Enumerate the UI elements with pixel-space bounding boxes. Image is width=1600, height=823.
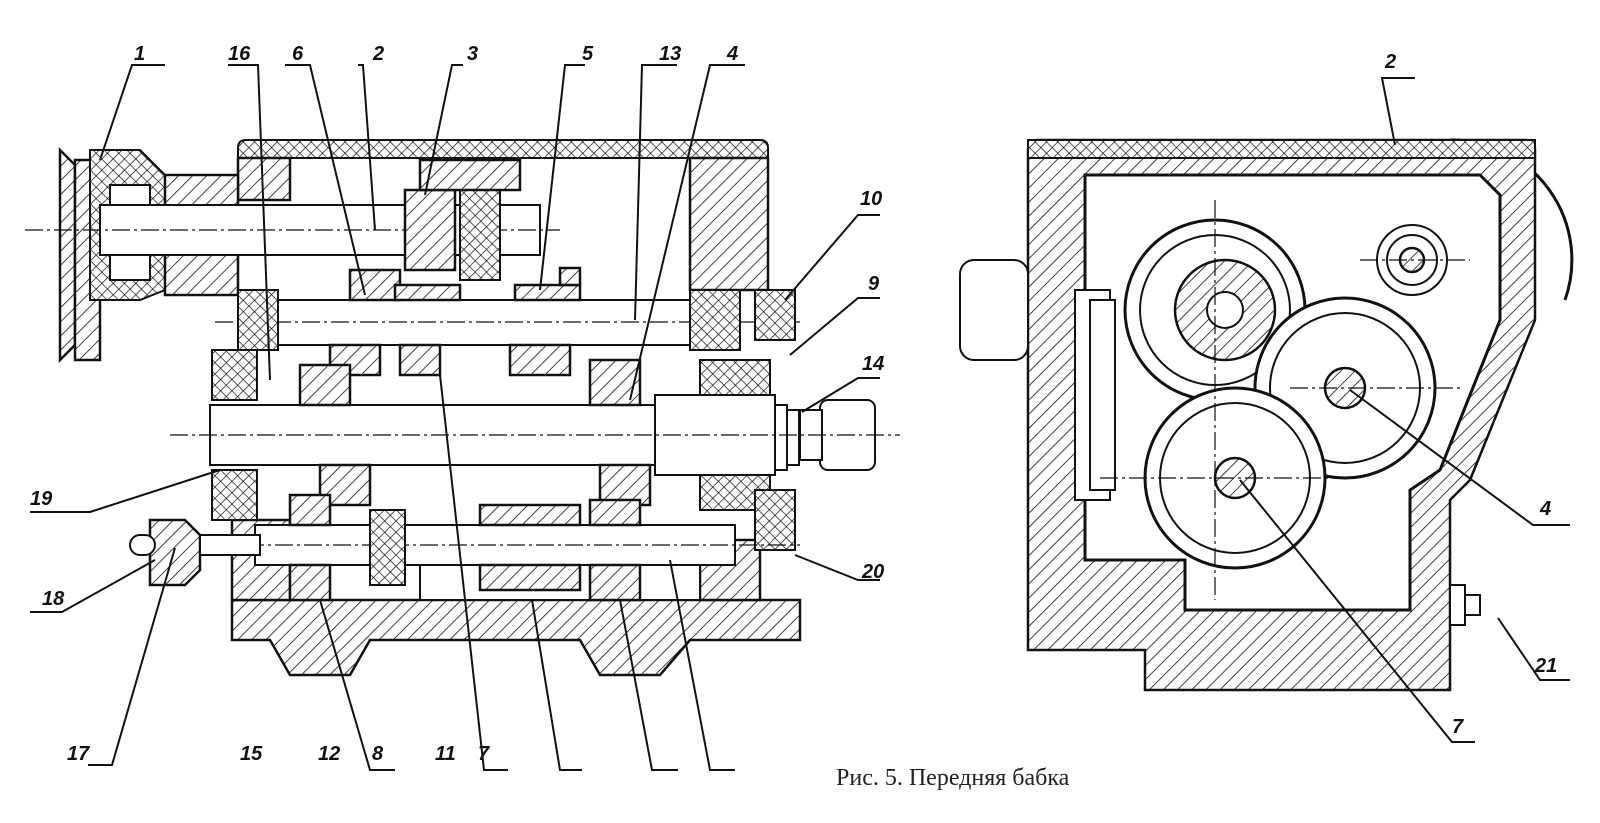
label-18: 18 <box>42 588 65 610</box>
label-right-2: 2 <box>1384 51 1396 73</box>
label-3: 3 <box>467 43 478 65</box>
label-15: 15 <box>240 743 263 765</box>
label-20: 20 <box>861 561 884 583</box>
right-view-leaders <box>1239 77 1570 743</box>
housing-left-upper <box>236 156 292 202</box>
label-4: 4 <box>726 43 738 65</box>
left-view-leaders <box>30 64 880 771</box>
label-1: 1 <box>134 43 145 65</box>
label-10: 10 <box>860 188 882 210</box>
label-19: 19 <box>30 488 53 510</box>
figure-caption: Рис. 5. Передняя бабка <box>836 765 1070 791</box>
label-13: 13 <box>659 43 681 65</box>
label-right-4: 4 <box>1539 498 1551 520</box>
housing-top-cover <box>237 139 769 159</box>
label-9: 9 <box>868 273 880 295</box>
end-section-view <box>959 138 1574 692</box>
spindle-bearing-left <box>211 349 258 401</box>
label-right-7: 7 <box>1452 716 1464 738</box>
label-16: 16 <box>228 43 251 65</box>
label-6: 6 <box>292 43 304 65</box>
housing-bottom <box>230 598 802 677</box>
label-5: 5 <box>582 43 594 65</box>
label-8: 8 <box>372 743 384 765</box>
label-17: 17 <box>67 743 90 765</box>
handle-knob <box>148 518 202 587</box>
label-14: 14 <box>862 353 884 375</box>
label-7: 7 <box>478 743 490 765</box>
label-12: 12 <box>318 743 340 765</box>
drain-plug <box>1464 594 1481 616</box>
label-2: 2 <box>372 43 384 65</box>
label-11: 11 <box>435 743 456 765</box>
label-right-21: 21 <box>1534 655 1557 677</box>
front-section-view <box>25 139 900 677</box>
pulley <box>58 146 77 364</box>
housing-right-wall <box>688 156 770 292</box>
